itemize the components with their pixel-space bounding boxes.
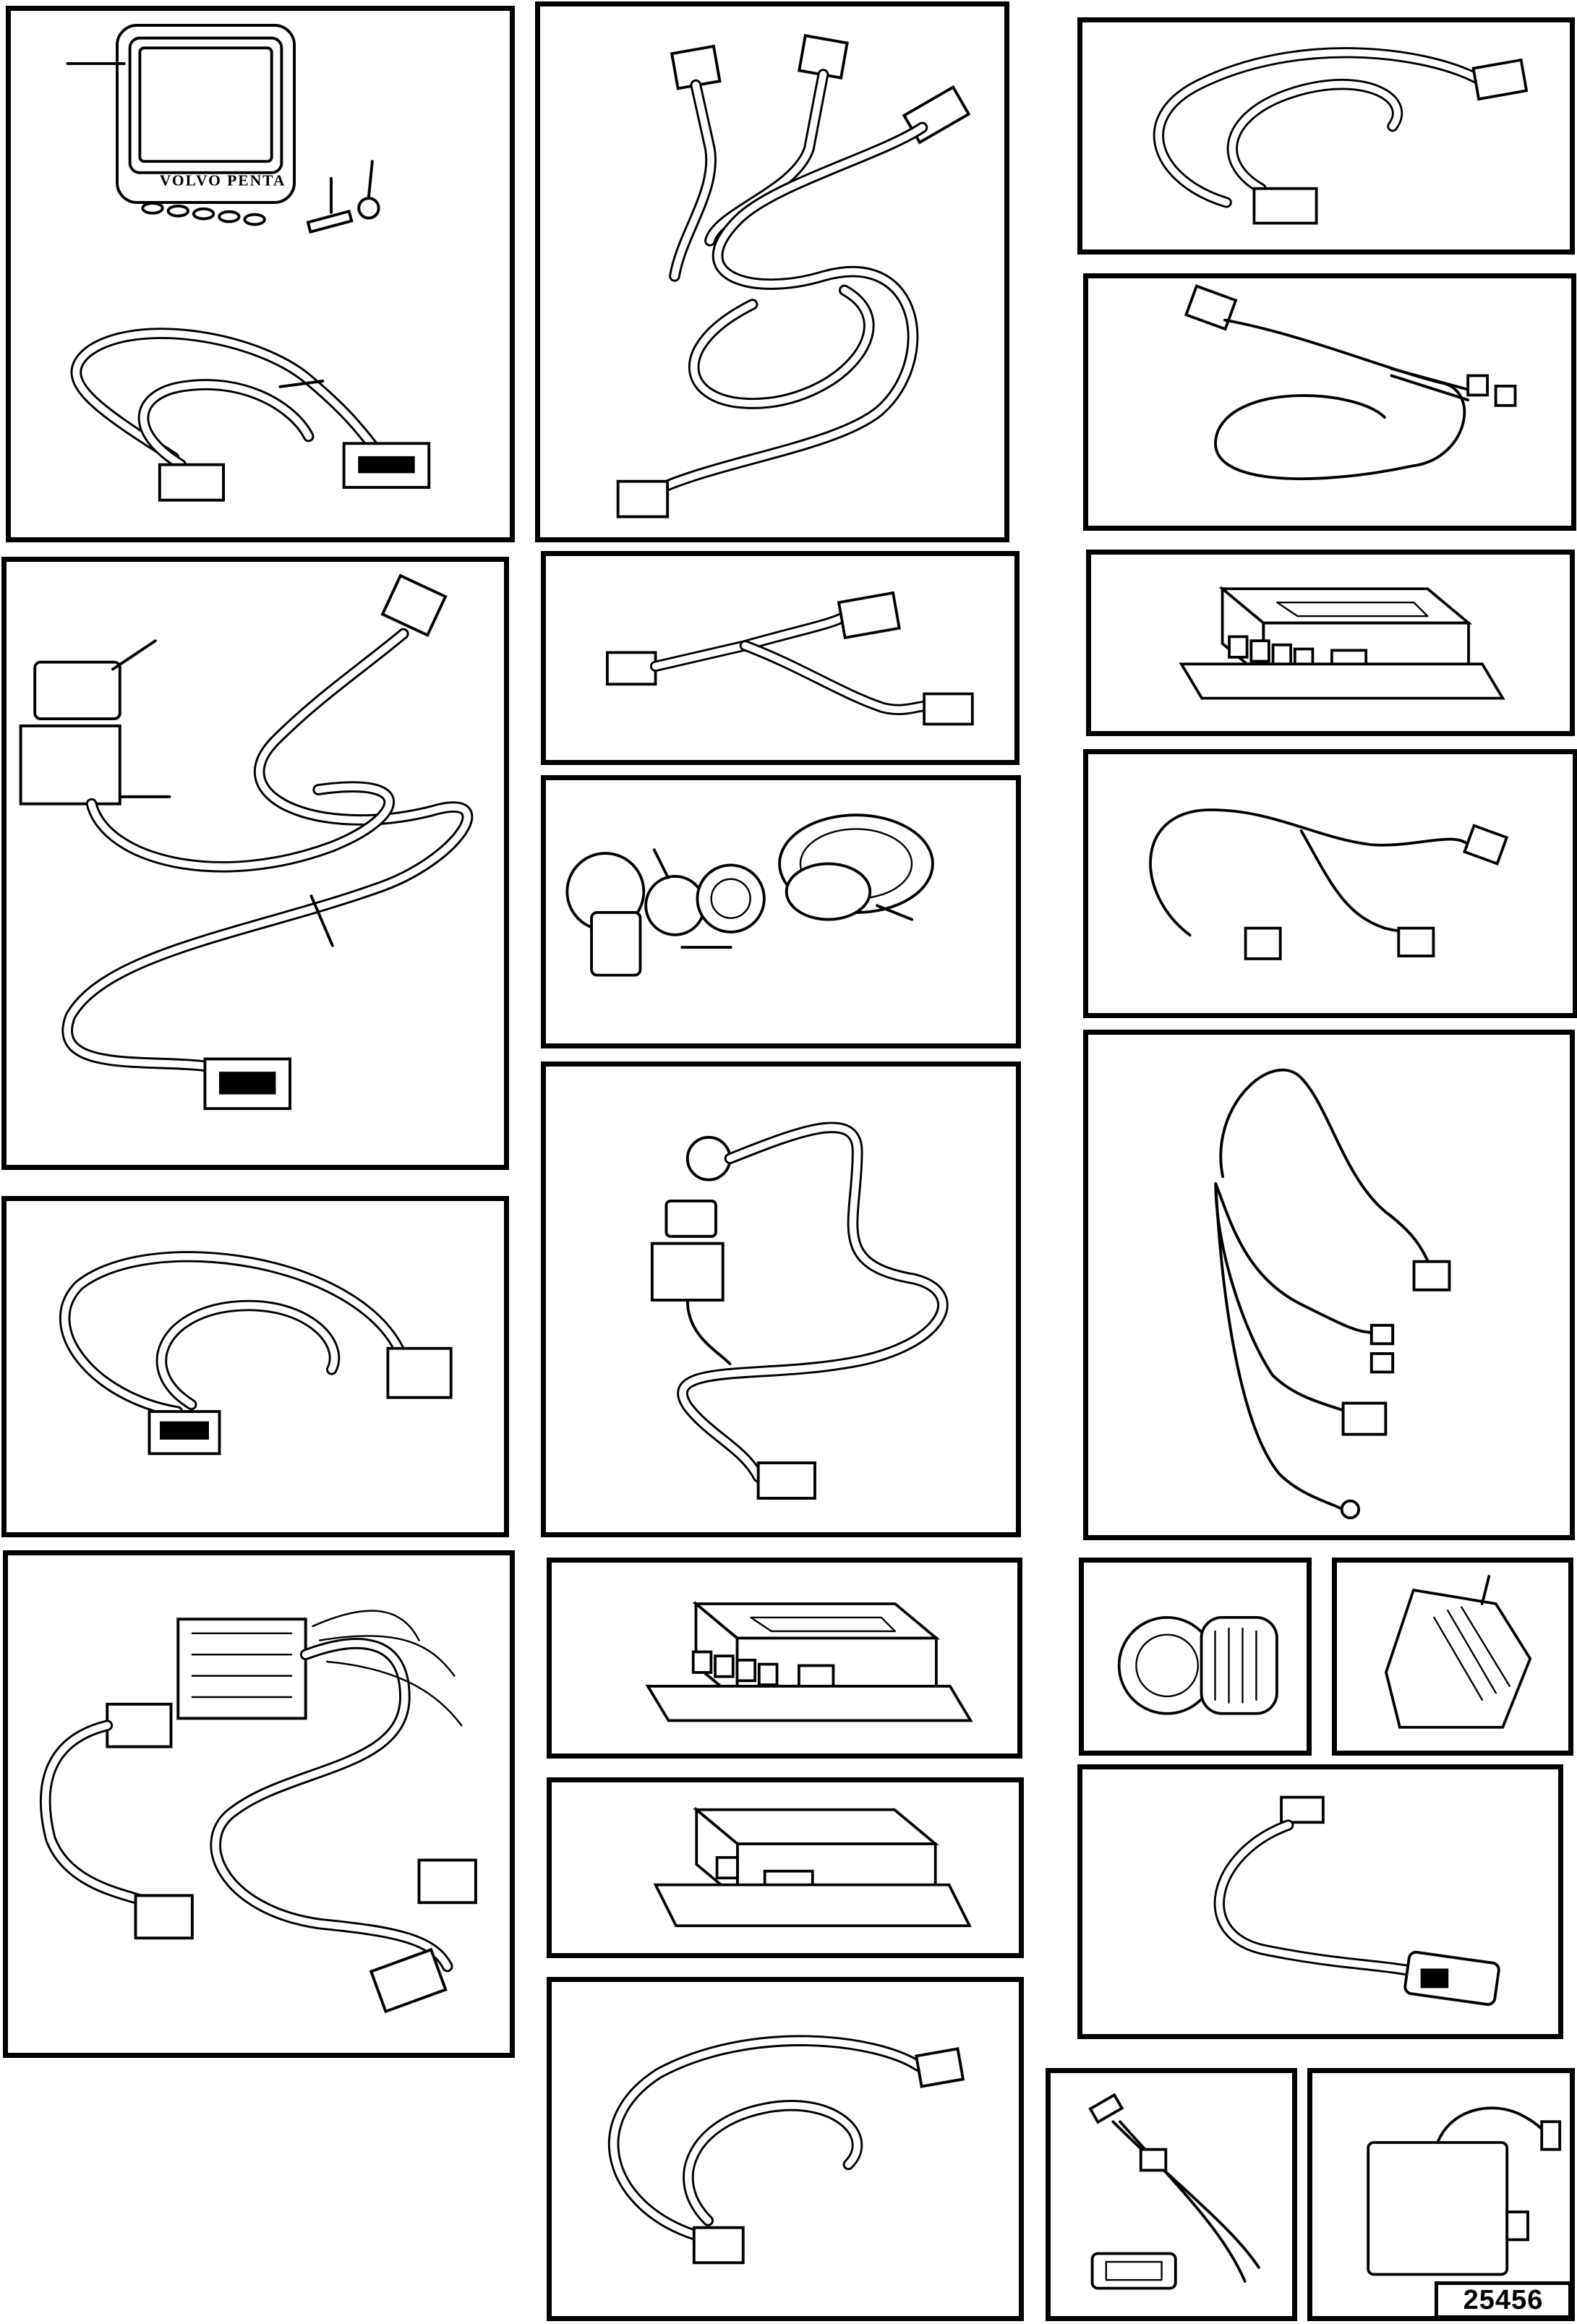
connector-right-top	[837, 591, 901, 640]
connector-bottom-right	[1397, 926, 1435, 958]
panel-sensor-cable-small-box	[1046, 2068, 1297, 2321]
panel-key-switch-assembly	[541, 775, 1021, 1048]
module-base-plate	[645, 1685, 973, 1722]
panel-y-harness-two-plugs	[1083, 749, 1577, 1018]
connector-right	[1471, 58, 1529, 101]
terminal-red	[1466, 374, 1489, 397]
panel-y-harness-three-connectors	[535, 1, 1009, 542]
figure-number: 25456	[1435, 2281, 1572, 2319]
connector-right	[417, 1858, 477, 1905]
relay-socket	[19, 724, 121, 806]
switch-cap	[644, 874, 706, 936]
lock-nut	[696, 863, 766, 934]
ring-terminal	[1340, 1499, 1361, 1520]
panel-relay-harness-long	[1, 557, 509, 1170]
display-screen	[138, 46, 273, 163]
terminal-2	[1369, 1352, 1395, 1374]
connector-large	[386, 1346, 453, 1399]
panel-main-engine-harness	[3, 1550, 515, 2058]
connector-left	[605, 651, 657, 686]
module-base-plate	[653, 1883, 972, 1928]
relay	[33, 660, 121, 721]
connector-bottom	[756, 1461, 816, 1500]
connector-2	[1341, 1401, 1388, 1436]
connector-bottom-left	[134, 1894, 194, 1940]
panel-control-module-mid	[547, 1558, 1022, 1759]
connector-top-left	[106, 1702, 173, 1748]
panel-cable-harness-small	[1077, 17, 1575, 255]
connector-left	[692, 2226, 745, 2265]
connector-bottom	[616, 479, 670, 518]
connector-right	[1462, 824, 1509, 866]
panel-adapter-cable-flat-plug	[1077, 1764, 1563, 2039]
socket-body	[1200, 1616, 1278, 1715]
connector-right	[914, 2047, 965, 2088]
small-box	[1090, 2252, 1177, 2290]
connector-top	[1280, 1795, 1325, 1824]
panel-relay-harness-round-plug	[541, 1061, 1021, 1537]
mounting-nut	[357, 160, 380, 220]
relay	[664, 1200, 717, 1238]
connector-small	[1139, 2148, 1168, 2172]
panel-bracket-cover	[1332, 1558, 1573, 1756]
connector-right-bottom	[923, 692, 974, 726]
multi-pin-connector	[176, 1618, 307, 1720]
connector-1	[1412, 1260, 1451, 1291]
module-base-plate	[1179, 662, 1505, 700]
terminal-1	[1369, 1323, 1395, 1346]
connector-left	[1252, 187, 1318, 225]
round-plug	[685, 1135, 732, 1182]
connector-top	[380, 573, 448, 638]
cable-plug	[1540, 2120, 1562, 2151]
connector-bottom-right	[369, 1947, 448, 2014]
relay-socket	[650, 1242, 725, 1302]
display-buttons	[141, 202, 266, 226]
key	[590, 911, 642, 977]
panel-control-module-bottom	[547, 1777, 1024, 1958]
terminal-black	[1494, 384, 1517, 407]
junction-box	[1367, 2141, 1509, 2276]
panel-y-harness-split-wires	[1083, 273, 1576, 531]
connector-small	[158, 463, 225, 502]
module-connector-small	[715, 1855, 739, 1880]
panel-y-adapter-short	[541, 551, 1020, 765]
panel-socket-plug	[1079, 1558, 1312, 1756]
connector-left	[1244, 926, 1282, 960]
panel-control-module-top	[1086, 550, 1575, 736]
mounting-screw	[306, 176, 354, 234]
panel-multi-branch-harness	[1083, 1030, 1575, 1540]
panel-cable-loop-bottom	[547, 1977, 1024, 2321]
mounting-tab	[1505, 2210, 1529, 2242]
connector-top	[1184, 284, 1238, 331]
sensor-plug	[1088, 2093, 1124, 2124]
panel-extension-cable-loop	[1, 1196, 509, 1537]
panel-junction-box-cable	[1307, 2068, 1575, 2321]
flat-plug	[1403, 1950, 1500, 2006]
display-brand-label: VOLVO PENTA	[160, 171, 286, 189]
panel-display-unit-kit: VOLVO PENTA	[6, 6, 515, 542]
